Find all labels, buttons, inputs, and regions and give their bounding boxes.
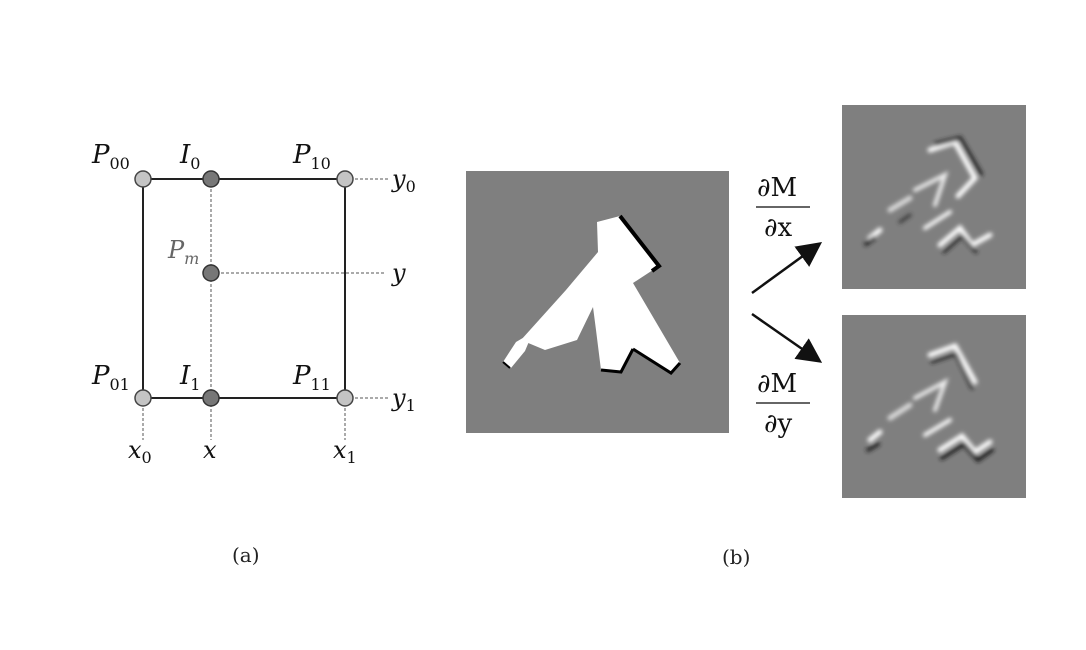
label-p01: P01	[91, 361, 130, 394]
node-p00	[134, 170, 152, 188]
occupancy-map-image	[466, 171, 729, 433]
label-dm-dx: ∂M ∂x	[756, 173, 810, 243]
node-i1	[202, 389, 220, 407]
label-dm-dy: ∂M ∂y	[756, 369, 810, 439]
node-p01	[134, 389, 152, 407]
label-p11: P11	[292, 361, 331, 394]
label-x1: x1	[333, 436, 357, 467]
node-p10	[336, 170, 354, 188]
svg-text:∂M: ∂M	[757, 173, 797, 203]
arrow-down	[751, 312, 823, 363]
label-p10: P10	[292, 140, 331, 173]
label-y0: y0	[391, 165, 416, 196]
label-x0: x0	[128, 436, 152, 467]
label-y: y	[391, 259, 406, 287]
node-i0	[202, 170, 220, 188]
label-pm: Pm	[167, 236, 199, 268]
node-pm	[202, 264, 220, 282]
label-x: x	[203, 436, 217, 464]
gradient-y-image	[842, 315, 1026, 498]
node-p11	[336, 389, 354, 407]
caption-a: (a)	[232, 543, 260, 567]
bilinear-diagram: P00 I0 P10 Pm P01 I1 P11 y0 y y1 x0 x x1…	[91, 140, 416, 567]
label-i1: I1	[179, 361, 200, 394]
label-p00: P00	[91, 140, 130, 173]
label-i0: I0	[179, 140, 200, 173]
gradient-x-image	[842, 105, 1026, 289]
svg-text:∂x: ∂x	[764, 213, 792, 243]
caption-b: (b)	[722, 545, 750, 569]
gradient-panel: ∂M ∂x ∂M ∂y	[466, 105, 1026, 569]
label-y1: y1	[391, 384, 416, 415]
arrow-up	[751, 242, 823, 295]
svg-text:∂y: ∂y	[764, 409, 792, 439]
svg-text:∂M: ∂M	[757, 369, 797, 399]
